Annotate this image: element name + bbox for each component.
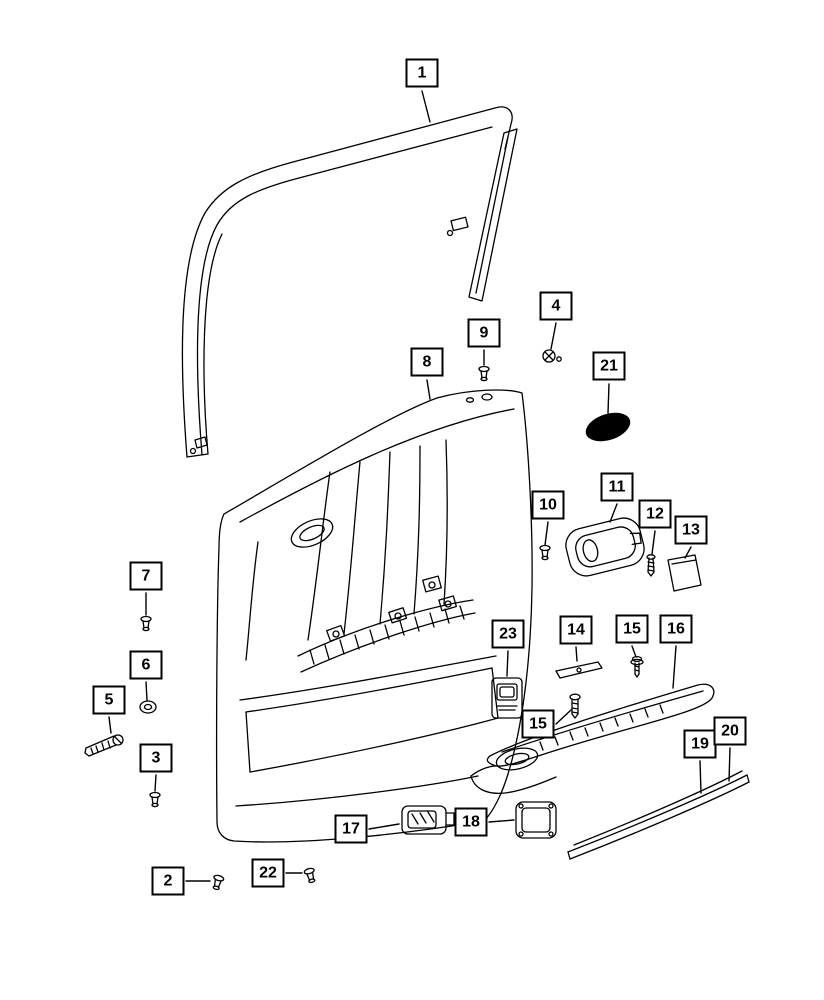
callout-label: 3: [151, 749, 161, 766]
callout-label: 21: [600, 357, 618, 374]
callout-label: 7: [141, 567, 151, 584]
callout-label: 14: [567, 621, 585, 638]
callout-box-18: 18: [454, 807, 488, 837]
callout-box-8: 8: [410, 347, 444, 377]
callout-box-14: 14: [559, 615, 593, 645]
window-frame-weatherstrip-part: [181, 106, 518, 458]
clip-part-9: [478, 365, 490, 382]
callout-box-2: 2: [151, 866, 185, 896]
cover-part-13: [667, 554, 702, 592]
callout-label: 6: [141, 656, 151, 673]
callout-label: 4: [551, 297, 561, 314]
window-switch-part: [491, 677, 523, 719]
callout-label: 9: [479, 324, 489, 341]
callout-box-11: 11: [600, 472, 634, 502]
lamp-part-18: [515, 801, 557, 839]
callout-box-15-upper: 15: [615, 614, 649, 644]
callout-box-9: 9: [467, 318, 501, 348]
callout-label: 17: [342, 820, 360, 837]
callout-box-19: 19: [683, 729, 717, 759]
clip-part-3: [149, 791, 161, 808]
fastener-part-4: [542, 349, 562, 363]
callout-box-12: 12: [638, 499, 672, 529]
callout-label: 12: [646, 505, 664, 522]
clip-part-7: [140, 615, 152, 632]
callout-label: 22: [259, 864, 277, 881]
callout-label: 15: [529, 715, 547, 732]
screw-part-5: [84, 734, 124, 757]
lamp-part-17: [401, 805, 455, 835]
callout-box-15-lower: 15: [521, 709, 555, 739]
callout-box-22: 22: [251, 858, 285, 888]
callout-label: 16: [667, 620, 685, 637]
callout-box-23: 23: [491, 619, 525, 649]
callout-label: 8: [422, 353, 432, 370]
callout-label: 13: [682, 521, 700, 538]
door-trim-panel-part: [215, 389, 533, 843]
callout-label: 15: [623, 620, 641, 637]
callout-label: 11: [608, 478, 626, 495]
callout-box-20: 20: [713, 716, 747, 746]
callout-box-5: 5: [92, 685, 126, 715]
callout-box-17: 17: [334, 814, 368, 844]
callout-box-21: 21: [592, 351, 626, 381]
callout-box-3: 3: [139, 743, 173, 773]
trim-strip-part: [567, 770, 750, 860]
grommet-part-6: [139, 700, 157, 714]
screw-part-12: [646, 554, 656, 577]
callout-label: 5: [104, 691, 114, 708]
clip-part-2: [210, 873, 225, 892]
callout-box-4: 4: [539, 291, 573, 321]
callout-label: 1: [417, 64, 427, 81]
callout-box-1: 1: [405, 58, 439, 88]
clip-part-10: [539, 544, 551, 561]
callout-label: 18: [462, 813, 480, 830]
callout-label: 10: [539, 496, 557, 513]
screw-part-15-lower: [569, 693, 581, 719]
callout-label: 23: [499, 625, 517, 642]
callout-box-16: 16: [659, 614, 693, 644]
callout-box-7: 7: [129, 561, 163, 591]
callout-box-13: 13: [674, 515, 708, 545]
armrest-part: [470, 683, 715, 794]
clip-part-22: [303, 866, 318, 885]
callout-box-10: 10: [531, 490, 565, 520]
reflector-part: [585, 412, 631, 442]
callout-box-6: 6: [129, 650, 163, 680]
callout-label: 19: [691, 735, 709, 752]
bracket-part-14: [555, 661, 603, 679]
callout-label: 20: [721, 722, 739, 739]
screw-part-15-upper: [630, 655, 644, 678]
leader-lines: [108, 90, 731, 882]
handle-bezel-part: [565, 517, 645, 577]
callout-label: 2: [163, 872, 173, 889]
